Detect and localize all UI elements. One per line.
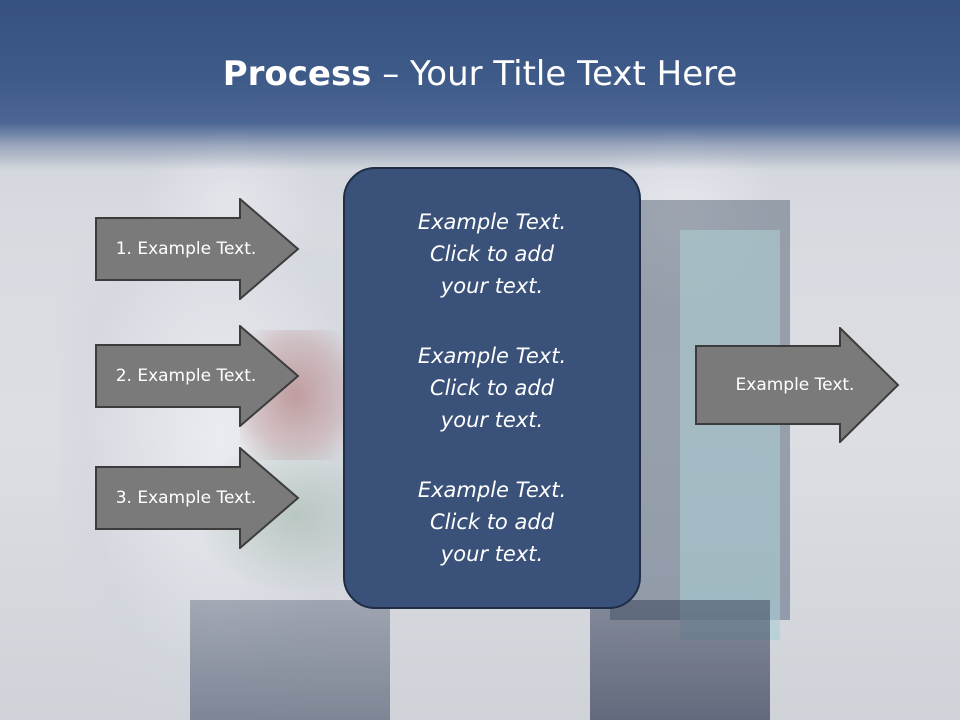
title-banner <box>0 0 960 170</box>
output-arrow[interactable]: Example Text. <box>695 327 900 443</box>
process-arrow-1-label: 1. Example Text. <box>115 239 257 259</box>
arrow-right-icon <box>95 325 300 427</box>
panel-text-block-2: Example Text. Click to add your text. <box>417 344 567 432</box>
title-rest: – Your Title Text Here <box>371 54 738 94</box>
arrow-right-icon <box>695 327 900 443</box>
background-figure-left-legs <box>190 600 390 720</box>
process-arrow-1[interactable]: 1. Example Text. <box>95 198 300 300</box>
background-figure-right-vest <box>680 230 780 640</box>
page-title[interactable]: Process – Your Title Text Here <box>0 52 960 96</box>
arrow-right-icon <box>95 198 300 300</box>
process-arrow-3-label: 3. Example Text. <box>115 488 257 508</box>
process-arrow-3[interactable]: 3. Example Text. <box>95 447 300 549</box>
background-figure-right-legs <box>590 600 770 720</box>
output-arrow-label: Example Text. <box>735 375 855 395</box>
title-bold: Process <box>222 54 372 94</box>
panel-text-block-3: Example Text. Click to add your text. <box>417 478 567 566</box>
process-arrow-2-label: 2. Example Text. <box>115 366 257 386</box>
process-arrow-2[interactable]: 2. Example Text. <box>95 325 300 427</box>
center-panel[interactable]: Example Text. Click to add your text. Ex… <box>343 167 641 609</box>
panel-text-block-1: Example Text. Click to add your text. <box>417 210 567 298</box>
arrow-right-icon <box>95 447 300 549</box>
